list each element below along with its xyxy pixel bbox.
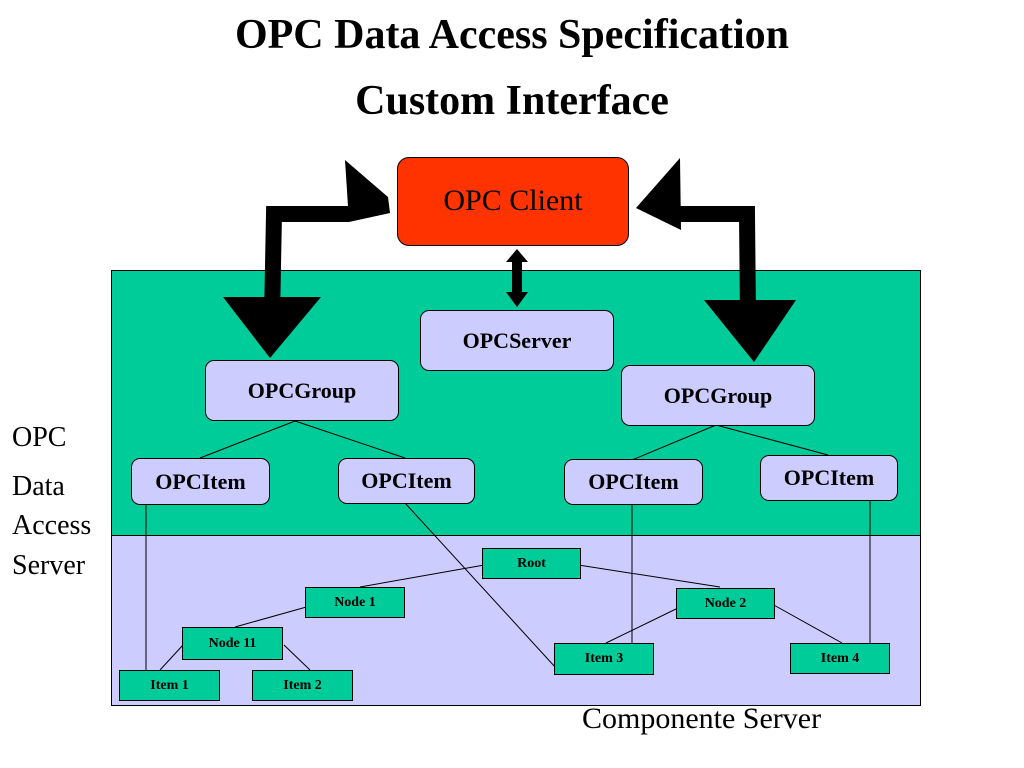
side-label-line-4: Server — [12, 549, 86, 581]
opc-item-box-1[interactable]: OPCItem — [131, 458, 270, 505]
side-label-line-1: OPC — [12, 422, 67, 453]
tree-node-2[interactable]: Node 2 — [676, 588, 775, 619]
opc-item-box-3[interactable]: OPCItem — [564, 459, 703, 505]
title-line-2: Custom Interface — [355, 78, 669, 124]
opc-server-box[interactable]: OPCServer — [420, 310, 614, 371]
opc-client-box[interactable]: OPC Client — [397, 157, 629, 246]
tree-item-1[interactable]: Item 1 — [119, 670, 220, 701]
opc-item-box-2[interactable]: OPCItem — [338, 458, 475, 504]
component-server-label: Componente Server — [582, 702, 822, 735]
opc-group-box-left[interactable]: OPCGroup — [205, 360, 399, 421]
opc-group-box-right[interactable]: OPCGroup — [621, 365, 815, 426]
opc-item-box-4[interactable]: OPCItem — [760, 455, 898, 501]
tree-root-node[interactable]: Root — [482, 548, 581, 579]
opc-data-access-server-label: OPC Data Access Server — [12, 418, 91, 585]
tree-item-4[interactable]: Item 4 — [790, 643, 890, 674]
tree-item-3[interactable]: Item 3 — [554, 643, 654, 675]
tree-node-1[interactable]: Node 1 — [305, 587, 405, 618]
tree-item-2[interactable]: Item 2 — [252, 670, 353, 701]
tree-node-11[interactable]: Node 11 — [182, 627, 283, 660]
side-label-line-3: Access — [12, 510, 92, 542]
title-line-1: OPC Data Access Specification — [234, 12, 790, 58]
side-label-line-2: Data — [12, 471, 65, 503]
